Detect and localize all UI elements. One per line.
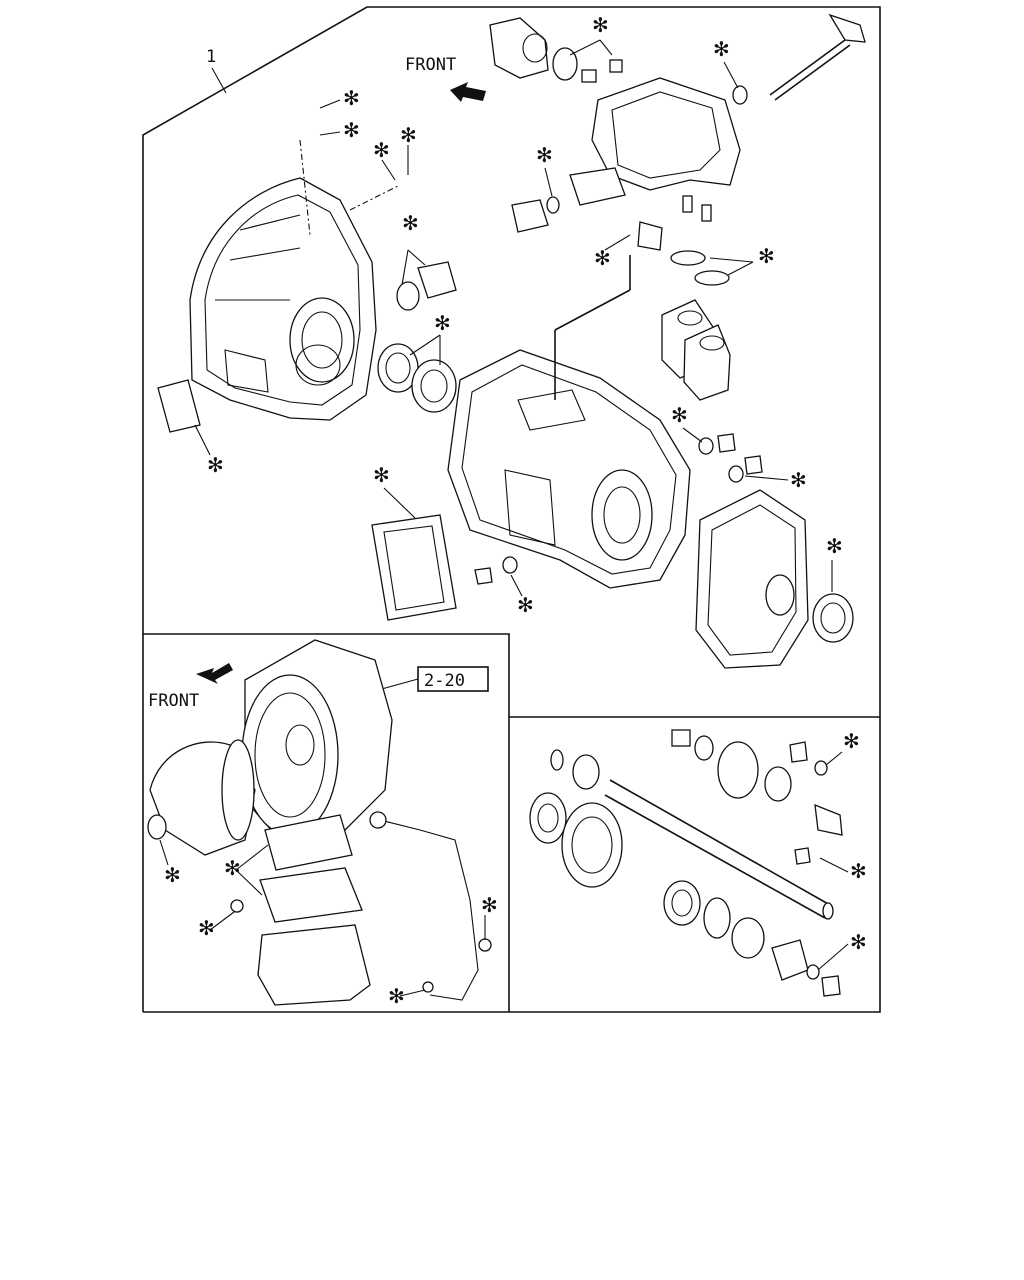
kit-part-star-icon: ✻ [373, 138, 390, 162]
kit-part-star-icon: ✻ [594, 246, 611, 270]
star-leaders [159, 39, 849, 997]
kit-part-star-icon: ✻ [826, 534, 843, 558]
kit-part-star-icon: ✻ [343, 118, 360, 142]
kit-part-star-icon: ✻ [850, 859, 867, 883]
kit-part-star-icon: ✻ [400, 123, 417, 147]
shift-tower [489, 13, 866, 251]
front-label-inset: FRONT [148, 691, 199, 711]
diagram-frame [142, 6, 881, 1013]
front-arrow-icon [196, 663, 233, 684]
kit-part-star-icon: ✻ [850, 930, 867, 954]
kit-part-star-icon: ✻ [224, 856, 241, 880]
front-label-main: FRONT [405, 55, 456, 75]
kit-part-star-icon: ✻ [434, 311, 451, 335]
drain-o-ring [502, 556, 518, 574]
kit-part-star-icon: ✻ [758, 244, 775, 268]
reference-box: 2-20 [377, 666, 489, 692]
kit-part-star-icon: ✻ [343, 86, 360, 110]
bottom-cover-gasket [371, 514, 457, 621]
kit-part-star-icon: ✻ [388, 984, 405, 1008]
mainshaft-assembly [529, 729, 843, 997]
kit-part-markers: ✻ ✻ ✻ ✻ ✻ ✻ ✻ ✻ ✻ ✻ ✻ ✻ ✻ ✻ ✻ ✻ ✻ ✻ ✻ ✻ … [164, 13, 867, 1008]
front-indicator-main: FRONT [405, 55, 486, 102]
solenoid-valves [661, 250, 731, 401]
kit-part-star-icon: ✻ [207, 453, 224, 477]
transmission-case [447, 349, 691, 589]
reference-number: 2-20 [424, 671, 465, 691]
kit-part-star-icon: ✻ [713, 37, 730, 61]
kit-part-star-icon: ✻ [373, 463, 390, 487]
converter-housing [147, 639, 492, 1006]
assembly-number: 1 [206, 47, 216, 67]
kit-part-star-icon: ✻ [481, 893, 498, 917]
housing-gasket [417, 261, 457, 299]
kit-part-star-icon: ✻ [517, 593, 534, 617]
kit-part-star-icon: ✻ [790, 468, 807, 492]
kit-part-star-icon: ✻ [164, 863, 181, 887]
oil-seal-inner [411, 359, 457, 413]
cover-gasket-left [157, 379, 201, 433]
housing-o-ring [396, 281, 420, 311]
kit-part-star-icon: ✻ [671, 403, 688, 427]
front-indicator-inset: FRONT [148, 663, 233, 711]
drain-plug [474, 567, 493, 585]
clutch-housing [189, 177, 377, 421]
kit-part-star-icon: ✻ [592, 13, 609, 37]
kit-part-star-icon: ✻ [402, 211, 419, 235]
kit-part-star-icon: ✻ [198, 916, 215, 940]
kit-part-star-icon: ✻ [536, 143, 553, 167]
assembly-number-callout: 1 [206, 47, 227, 94]
kit-part-star-icon: ✻ [843, 729, 860, 753]
extension-housing [695, 489, 854, 669]
front-arrow-icon [450, 82, 486, 102]
